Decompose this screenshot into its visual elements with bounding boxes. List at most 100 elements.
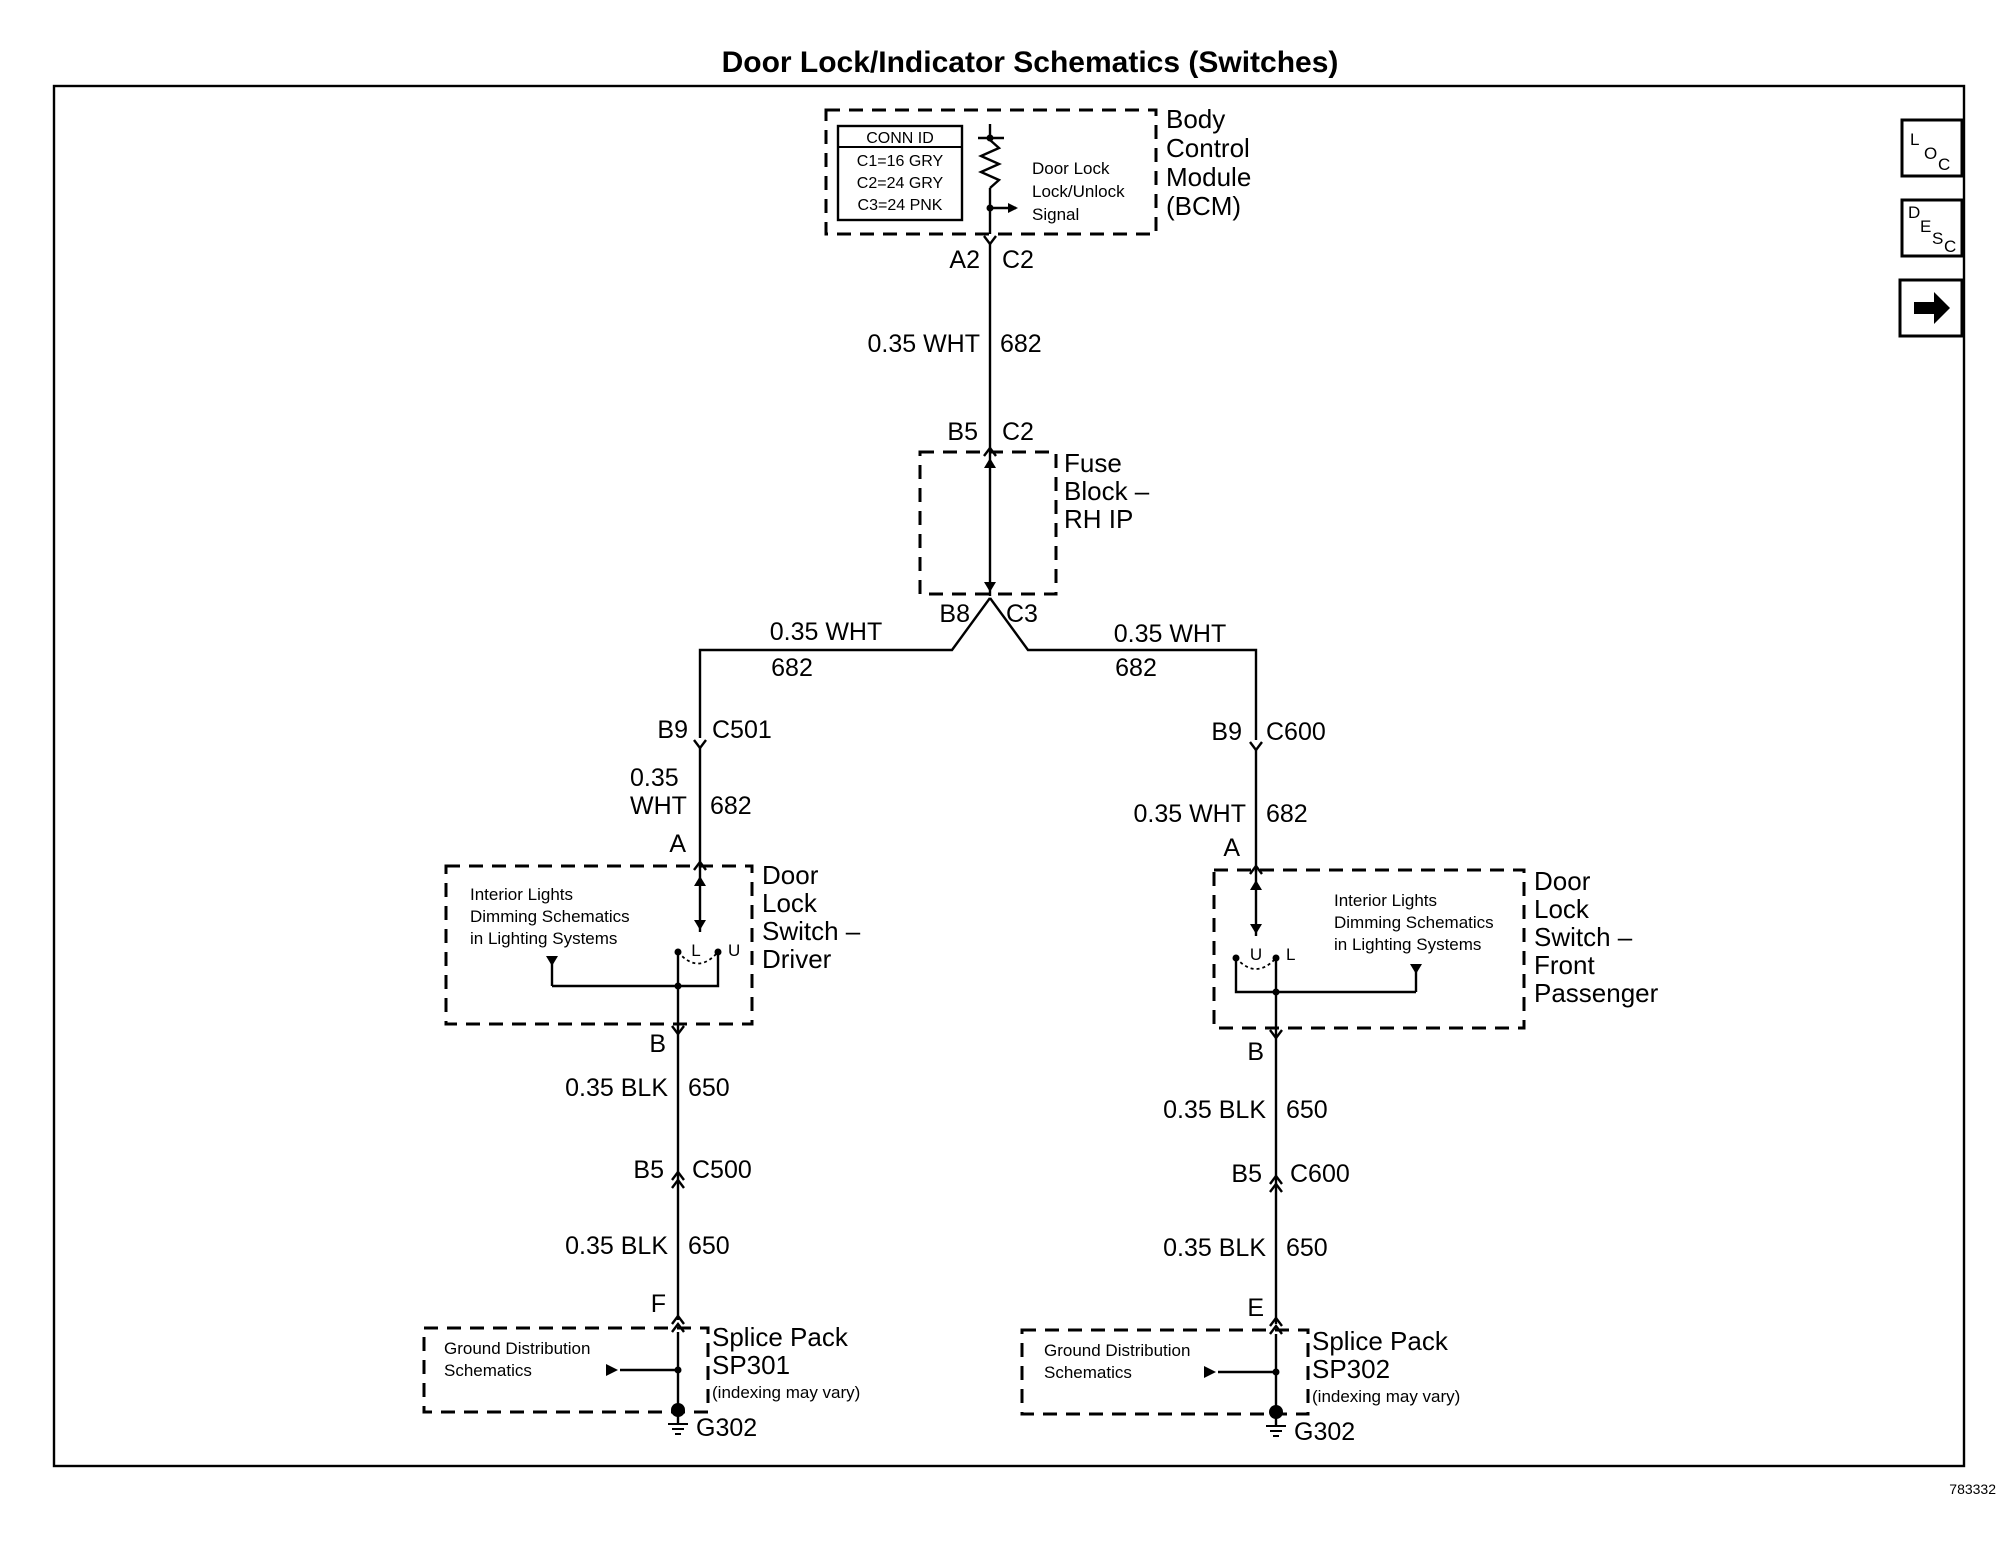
left-inline-connector-symbol — [693, 739, 707, 750]
desc-letter-s: S — [1932, 229, 1943, 248]
right-splice-ref: Ground Distribution Schematics — [1044, 1341, 1195, 1382]
page-title: Door Lock/Indicator Schematics (Switches… — [722, 46, 1339, 79]
wire-left-branch — [698, 597, 991, 738]
conn-id-c2: C2=24 GRY — [857, 175, 944, 192]
left-wire-top-gauge: 0.35 WHT — [770, 618, 883, 646]
right-splice-pin: E — [1247, 1294, 1264, 1322]
right-ground-dot — [1269, 1405, 1283, 1419]
left-switch-arrow-up — [694, 876, 706, 886]
ground-icon — [668, 1416, 688, 1435]
right-inline-connector-symbol — [1249, 741, 1263, 752]
fuse-block-label: Fuse Block – RH IP — [1064, 448, 1157, 534]
loc-letter-o: O — [1924, 144, 1937, 163]
right-switch-pin-top: A — [1223, 834, 1240, 862]
right-wire-low1-circuit: 650 — [1286, 1096, 1328, 1124]
right-switch-pin-bottom: B — [1247, 1038, 1264, 1066]
right-wire-low1-gauge: 0.35 BLK — [1163, 1096, 1266, 1124]
left-switch-bottom-connector — [671, 1025, 685, 1036]
left-switch-pin-top: A — [669, 830, 686, 858]
bcm-pin: A2 — [949, 246, 980, 274]
bcm-connector: C2 — [1002, 246, 1034, 274]
fuse-block-box — [918, 450, 1058, 596]
arrow-right-icon — [1914, 292, 1950, 324]
loc-letter-l: L — [1910, 130, 1919, 149]
left-wire-mid-circuit: 682 — [710, 792, 752, 820]
left-dimming-arrow — [546, 956, 558, 966]
right-wire-top-gauge: 0.35 WHT — [1114, 620, 1227, 648]
left-switch-label: Door Lock Switch – Driver — [762, 860, 868, 974]
desc-letter-c: C — [1944, 237, 1956, 256]
fuse-arrow-down — [984, 582, 996, 592]
right-switch-label: Door Lock Switch – Front Passenger — [1534, 866, 1659, 1008]
right-wire-low2-circuit: 650 — [1286, 1234, 1328, 1262]
wire-bcm-fuse-circuit: 682 — [1000, 330, 1042, 358]
right-inline2-connector: C600 — [1290, 1160, 1350, 1188]
right-switch-loop — [1234, 958, 1278, 994]
left-inline2-symbol-a — [671, 1170, 685, 1181]
right-inline-pin: B9 — [1211, 718, 1242, 746]
left-switch-ref: Interior Lights Dimming Schematics in Li… — [470, 885, 634, 948]
figure-id: 783332 — [1949, 1481, 1996, 1497]
left-splice-note: (indexing may vary) — [712, 1383, 860, 1402]
conn-id-c3: C3=24 PNK — [858, 197, 943, 214]
right-switch-arrow-up — [1250, 880, 1262, 890]
fuse-top-pin: B5 — [947, 418, 978, 446]
left-switch-arrow-down — [694, 920, 706, 930]
right-switch-pos-l: L — [1286, 945, 1295, 964]
left-wire-low2-gauge: 0.35 BLK — [565, 1232, 668, 1260]
left-splice-ref: Ground Distribution Schematics — [444, 1339, 595, 1380]
fuse-arrow-up — [984, 458, 996, 468]
desc-letter-d: D — [1908, 203, 1920, 222]
left-splice-connector-a — [671, 1314, 685, 1325]
right-switch-arrow-down — [1250, 924, 1262, 934]
right-switch-bottom-connector — [1269, 1029, 1283, 1040]
right-switch-arc — [1235, 957, 1277, 970]
desc-letter-e: E — [1920, 217, 1931, 236]
left-inline2-symbol-b — [671, 1178, 685, 1189]
right-switch-ref: Interior Lights Dimming Schematics in Li… — [1334, 891, 1498, 954]
wire-bcm-fuse-gauge: 0.35 WHT — [867, 330, 980, 358]
loc-letter-c: C — [1938, 155, 1950, 174]
diagram-frame — [52, 84, 1966, 1468]
fuse-bottom-connector: C3 — [1006, 600, 1038, 628]
right-wire-top-circuit: 682 — [1115, 654, 1157, 682]
left-wire-low1-gauge: 0.35 BLK — [565, 1074, 668, 1102]
bcm-resistor — [978, 124, 1018, 234]
left-splice-box — [422, 1326, 710, 1414]
left-wire-low2-circuit: 650 — [688, 1232, 730, 1260]
fuse-top-connector: C2 — [1002, 418, 1034, 446]
next-arrow-button[interactable] — [1898, 278, 1964, 338]
left-switch-pin-bottom: B — [649, 1030, 666, 1058]
bcm-connector-symbol — [983, 235, 997, 246]
left-inline2-connector: C500 — [692, 1156, 752, 1184]
fuse-bottom-pin: B8 — [939, 600, 970, 628]
right-splice-label: Splice Pack SP302 — [1312, 1326, 1455, 1384]
bcm-box — [824, 108, 1158, 236]
ground-icon — [1266, 1418, 1286, 1437]
right-splice-note: (indexing may vary) — [1312, 1387, 1460, 1406]
right-dimming-arrow — [1410, 964, 1422, 974]
conn-id-table: CONN ID C1=16 GRY C2=24 GRY C3=24 PNK — [836, 124, 964, 222]
left-inline-connector: C501 — [712, 716, 772, 744]
right-splice-connector-a — [1269, 1316, 1283, 1327]
loc-button[interactable]: L O C — [1900, 118, 1964, 178]
left-inline-pin: B9 — [657, 716, 688, 744]
left-inline2-pin: B5 — [633, 1156, 664, 1184]
right-ground-label: G302 — [1294, 1418, 1355, 1446]
right-switch-box — [1212, 868, 1526, 1030]
right-splice-box — [1020, 1328, 1310, 1416]
left-splice-label: Splice Pack SP301 — [712, 1322, 855, 1380]
conn-id-c1: C1=16 GRY — [857, 153, 944, 170]
left-splice-ref-arrow — [606, 1364, 618, 1376]
right-inline2-symbol-a — [1269, 1174, 1283, 1185]
conn-id-header: CONN ID — [866, 130, 934, 147]
left-switch-arc — [677, 951, 719, 965]
desc-button[interactable]: D E S C — [1900, 198, 1964, 258]
left-ground-dot — [671, 1403, 685, 1417]
right-inline2-symbol-b — [1269, 1182, 1283, 1193]
right-wire-mid-circuit: 682 — [1266, 800, 1308, 828]
left-wire-mid-gauge: 0.35 WHT — [630, 764, 687, 820]
left-ground-label: G302 — [696, 1414, 757, 1442]
right-switch-pos-u: U — [1250, 945, 1262, 964]
left-switch-pos-u: U — [728, 941, 740, 960]
